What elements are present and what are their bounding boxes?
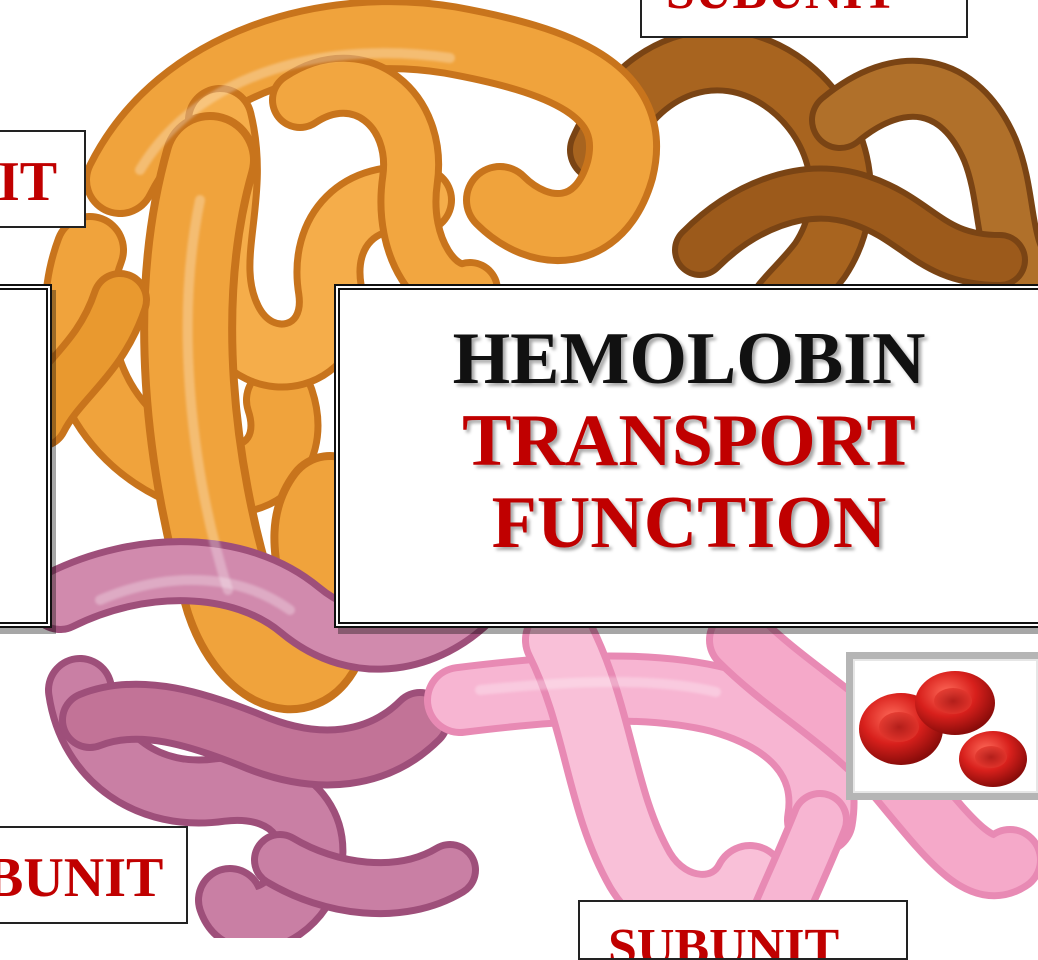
- title-hemolobin: HEMOLOBIN: [340, 318, 1038, 400]
- subunit-label-left-upper: IT: [0, 130, 86, 228]
- left-text-panel: [0, 284, 52, 628]
- subunit-label-bottom-left-text: BUNIT: [0, 846, 163, 910]
- subunit-label-top-right-text: SUBUNIT: [666, 0, 897, 21]
- red-blood-cells-icon: [853, 659, 1038, 793]
- subunit-label-top-right: SUBUNIT: [640, 0, 968, 38]
- subunit-label-bottom-left: BUNIT: [0, 826, 188, 924]
- red-blood-cell: [959, 731, 1027, 787]
- red-blood-cells-panel: [846, 652, 1038, 800]
- title-transport: TRANSPORT: [340, 400, 1038, 482]
- subunit-label-bottom-right: SUBUNIT: [578, 900, 908, 960]
- red-blood-cell: [915, 671, 995, 735]
- title-panel: HEMOLOBIN TRANSPORT FUNCTION: [334, 284, 1038, 628]
- title-function: FUNCTION: [340, 482, 1038, 564]
- subunit-label-left-upper-text: IT: [0, 150, 57, 214]
- subunit-label-bottom-right-text: SUBUNIT: [608, 918, 839, 960]
